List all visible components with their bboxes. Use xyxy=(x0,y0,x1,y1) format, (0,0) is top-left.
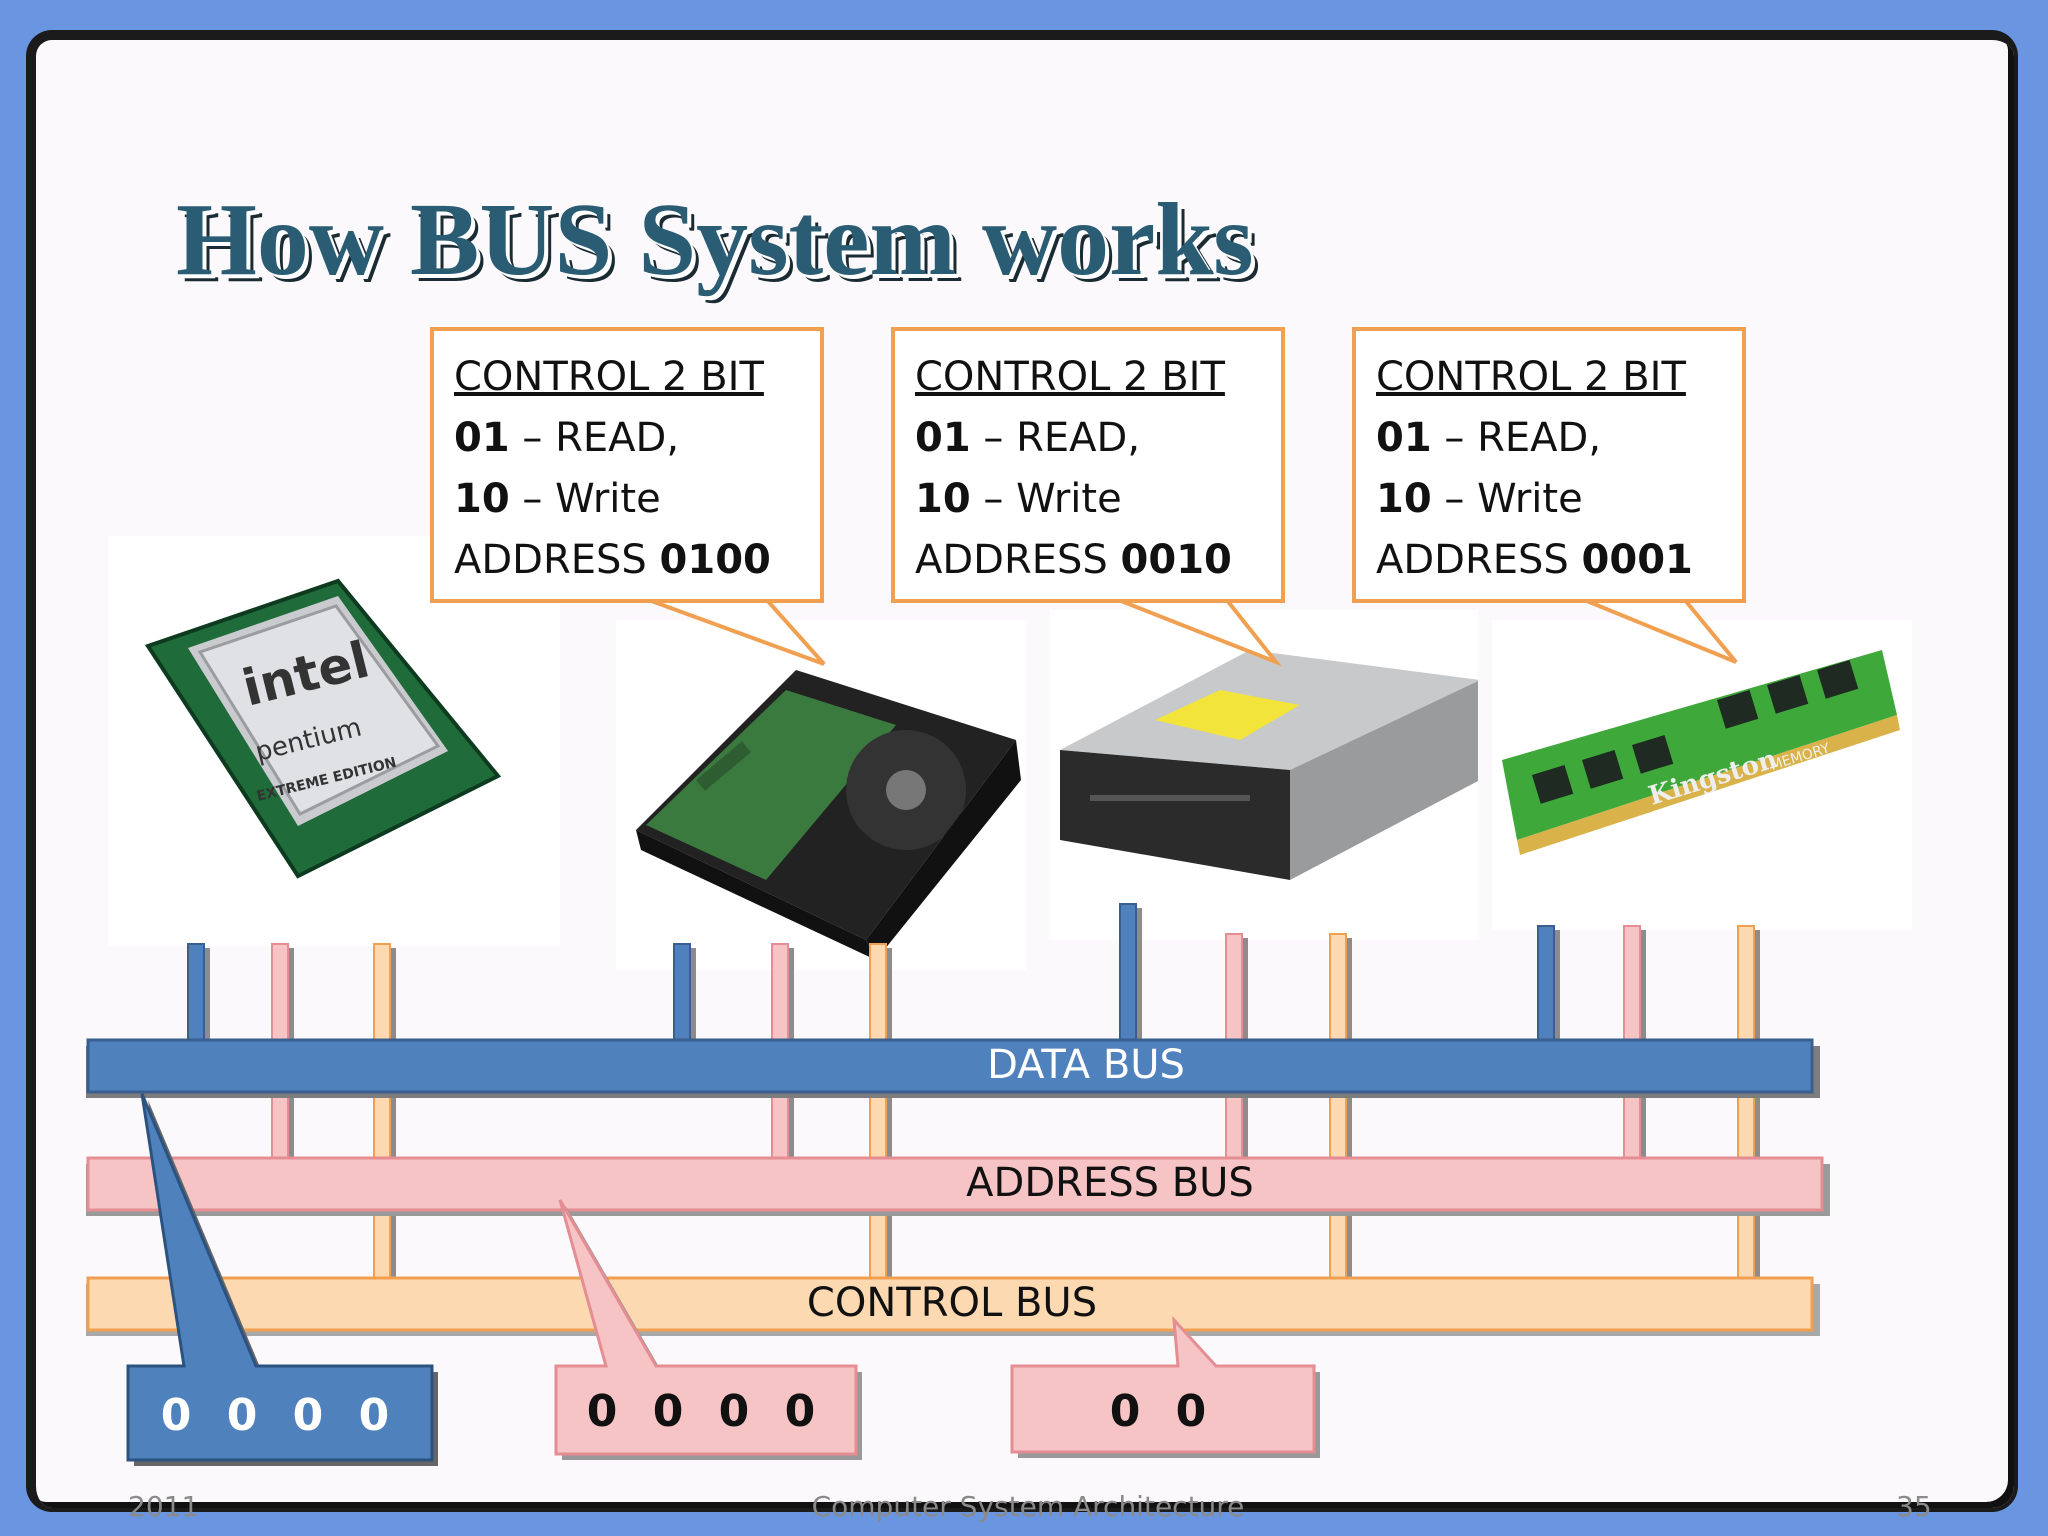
address-bus-label: ADDRESS BUS xyxy=(966,1160,1254,1206)
address-bus-bar xyxy=(86,1156,1824,1212)
data-bus-label: DATA BUS xyxy=(987,1042,1185,1088)
address-value: 0001 xyxy=(1581,537,1693,583)
optical-drive-image xyxy=(1050,610,1480,940)
read-code: 01 xyxy=(915,415,971,461)
footer-year: 2011 xyxy=(128,1490,200,1523)
footer-page: 35 xyxy=(1896,1490,1932,1523)
control-heading: CONTROL 2 BIT xyxy=(454,354,764,400)
hard-drive-image xyxy=(616,620,1026,970)
write-code: 10 xyxy=(915,476,971,522)
ram-module-image: Kingston MEMORY xyxy=(1492,620,1912,930)
write-code: 10 xyxy=(454,476,510,522)
address-value: 0100 xyxy=(659,537,771,583)
address-bus-value: 0 0 0 0 xyxy=(586,1385,826,1437)
read-text: – READ, xyxy=(509,415,680,461)
address-label: ADDRESS xyxy=(454,537,660,583)
slide: How BUS System works intel pentium EXTRE… xyxy=(30,34,2014,1523)
read-text: – READ, xyxy=(1431,415,1602,461)
slide-title: How BUS System works xyxy=(176,182,1254,297)
control-heading: CONTROL 2 BIT xyxy=(1376,354,1686,400)
write-text: – Write xyxy=(1431,476,1583,522)
read-text: – READ, xyxy=(970,415,1141,461)
cpu-image: intel pentium EXTREME EDITION xyxy=(108,536,560,946)
read-code: 01 xyxy=(454,415,510,461)
write-text: – Write xyxy=(509,476,661,522)
callout-ram: CONTROL 2 BIT 01 – READ, 10 – Write ADDR… xyxy=(1352,327,1746,603)
control-heading: CONTROL 2 BIT xyxy=(915,354,1225,400)
write-text: – Write xyxy=(970,476,1122,522)
address-label: ADDRESS xyxy=(1376,537,1582,583)
data-bus-bar xyxy=(86,1038,1814,1094)
callout-optical-drive: CONTROL 2 BIT 01 – READ, 10 – Write ADDR… xyxy=(891,327,1285,603)
read-code: 01 xyxy=(1376,415,1432,461)
control-bus-value: 0 0 xyxy=(1109,1385,1217,1437)
callout-hard-drive: CONTROL 2 BIT 01 – READ, 10 – Write ADDR… xyxy=(430,327,824,603)
write-code: 10 xyxy=(1376,476,1432,522)
data-bus-value: 0 0 0 0 xyxy=(160,1389,400,1441)
address-value: 0010 xyxy=(1120,537,1232,583)
footer-course: Computer System Architecture xyxy=(811,1490,1245,1523)
address-label: ADDRESS xyxy=(915,537,1121,583)
control-bus-label: CONTROL BUS xyxy=(806,1280,1098,1326)
